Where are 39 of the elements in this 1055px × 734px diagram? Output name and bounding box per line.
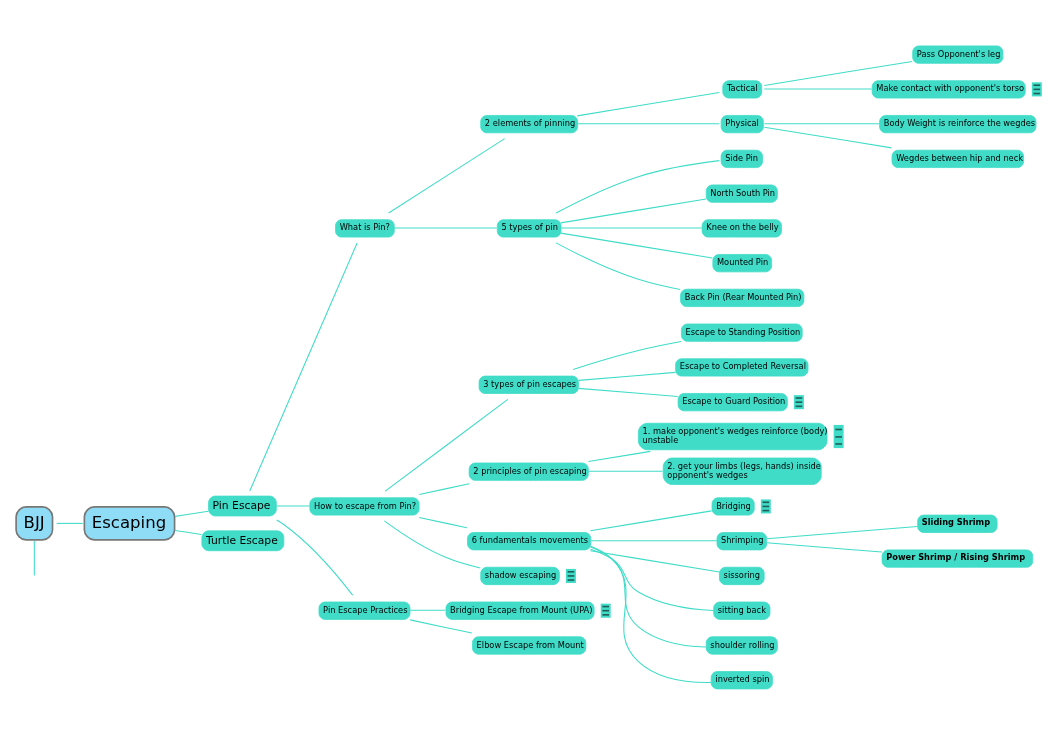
connector (766, 526, 918, 540)
connector (587, 450, 651, 463)
connector (763, 60, 913, 86)
connector (589, 546, 707, 648)
connector (576, 123, 720, 125)
connector (418, 517, 468, 529)
connector (590, 548, 714, 612)
connector (174, 529, 202, 536)
connector (555, 160, 720, 214)
connector (393, 227, 498, 229)
connector (418, 483, 470, 496)
connector (560, 227, 703, 229)
connector (560, 198, 707, 224)
connector (174, 510, 209, 517)
connector (589, 550, 720, 573)
connector (763, 123, 880, 125)
connector (276, 519, 354, 596)
connector (409, 619, 473, 634)
connector (560, 232, 713, 259)
connector (590, 545, 712, 684)
connector (589, 510, 713, 532)
connector (388, 138, 506, 214)
connector (383, 520, 481, 569)
connector (766, 542, 883, 553)
connector (56, 522, 84, 524)
connector (578, 387, 679, 398)
connector (409, 609, 446, 611)
connector (763, 88, 873, 90)
connector (587, 470, 664, 472)
connector (572, 340, 682, 370)
connector (763, 126, 893, 149)
connector (33, 540, 35, 577)
connector (555, 242, 681, 290)
connector (384, 398, 509, 492)
connector (589, 540, 718, 542)
connector (578, 371, 676, 381)
connector (275, 505, 311, 507)
connector (576, 92, 720, 117)
connector (249, 242, 358, 492)
